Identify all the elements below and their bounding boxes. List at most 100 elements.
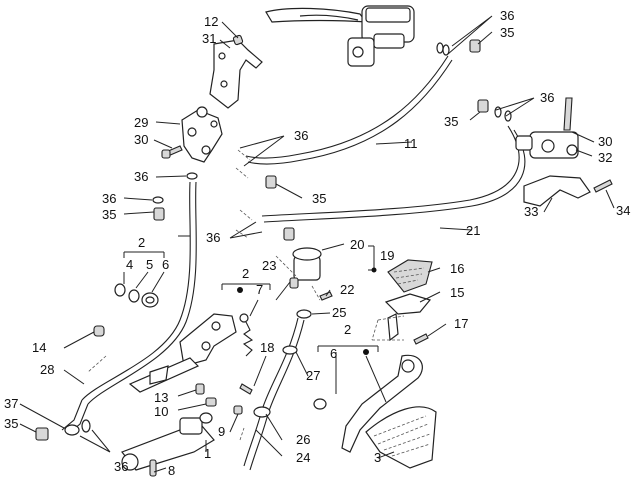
banjo-fitting-36-lower	[283, 227, 295, 241]
clip-23	[289, 277, 299, 289]
banjo-bolt-35-right	[477, 99, 489, 113]
label-35-top: 35	[500, 25, 514, 40]
banjo-bolt-35-left	[153, 207, 165, 221]
clamp-27	[282, 345, 298, 355]
label-20: 20	[350, 237, 364, 252]
screw-17	[413, 333, 429, 345]
bracket-33	[523, 175, 591, 207]
clamp-25	[296, 309, 312, 319]
pedal-rubber-15	[384, 293, 432, 342]
hidden-lines	[87, 149, 405, 441]
screw-30-left	[161, 145, 183, 159]
washer-36-distributor	[186, 172, 198, 180]
banjo-bolt-35-top	[469, 39, 481, 53]
leader-lines	[19, 15, 615, 473]
washer-36-left	[152, 196, 164, 204]
brake-hose-28	[61, 181, 197, 435]
screw-34	[593, 179, 613, 193]
label-30-left: 30	[134, 132, 148, 147]
label-28: 28	[40, 362, 54, 377]
label-19: 19	[380, 248, 394, 263]
pin-10	[205, 397, 217, 407]
label-16: 16	[450, 261, 464, 276]
label-2-right: 2	[344, 322, 351, 337]
label-7: 7	[256, 282, 263, 297]
banjo-fitting-37	[64, 424, 80, 436]
pin-9	[233, 405, 243, 415]
label-36-mid: 36	[294, 128, 308, 143]
label-37: 37	[4, 396, 18, 411]
spring-7	[239, 313, 254, 357]
front-master-cylinder	[347, 5, 415, 67]
label-9: 9	[218, 424, 225, 439]
rear-master-cylinder-32	[515, 131, 579, 159]
front-brake-lever	[265, 7, 368, 23]
group-bracket-19	[368, 245, 377, 273]
group-bracket-2-mid	[221, 283, 271, 293]
label-35-left: 35	[102, 207, 116, 222]
clamp-26	[253, 406, 271, 418]
brake-pipe-21	[261, 125, 526, 223]
label-14: 14	[32, 340, 46, 355]
brake-pipe-11	[245, 55, 453, 165]
master-cylinder-1	[121, 412, 215, 471]
label-6-right: 6	[330, 346, 337, 361]
seal-4	[114, 283, 126, 297]
label-32: 32	[598, 150, 612, 165]
washer-36-top	[436, 42, 450, 56]
label-6-left: 6	[162, 257, 169, 272]
label-2-mid: 2	[242, 266, 249, 281]
label-31: 31	[202, 31, 216, 46]
label-30-right: 30	[598, 134, 612, 149]
label-15: 15	[450, 285, 464, 300]
label-36-bottom: 36	[114, 459, 128, 474]
washer-36-bottom	[81, 419, 91, 433]
label-23: 23	[262, 258, 276, 273]
label-4: 4	[126, 257, 133, 272]
label-36-right: 36	[540, 90, 554, 105]
group-bracket-2-right	[317, 345, 379, 355]
label-12: 12	[204, 14, 218, 29]
screw-8	[149, 459, 157, 477]
rear-brake-pedal-3	[313, 354, 437, 469]
label-22: 22	[340, 282, 354, 297]
label-24: 24	[296, 450, 310, 465]
label-36-distributor: 36	[134, 169, 148, 184]
label-36-top: 36	[500, 8, 514, 23]
bolt-30-right	[563, 97, 573, 131]
banjo-bolt-35-mid	[265, 175, 277, 189]
arm-18	[128, 357, 200, 393]
label-2-left: 2	[138, 235, 145, 250]
banjo-bolt-35-bottom	[35, 427, 49, 441]
label-3: 3	[374, 450, 381, 465]
label-34: 34	[616, 203, 630, 218]
label-8: 8	[168, 463, 175, 478]
label-10: 10	[154, 404, 168, 419]
brake-distributor-29	[181, 106, 223, 163]
seal-6	[141, 292, 159, 308]
label-36-left: 36	[102, 191, 116, 206]
label-36-lower: 36	[206, 230, 220, 245]
label-26: 26	[296, 432, 310, 447]
clip-14	[93, 325, 105, 337]
label-33: 33	[524, 204, 538, 219]
bracket-31	[209, 39, 263, 109]
label-35-right: 35	[444, 114, 458, 129]
label-1: 1	[204, 446, 211, 461]
label-35-mid: 35	[312, 191, 326, 206]
label-35-bottom: 35	[4, 416, 18, 431]
clip-18	[239, 383, 253, 395]
group-bracket-2-left	[123, 251, 165, 258]
label-18: 18	[260, 340, 274, 355]
pin-13	[195, 383, 205, 395]
label-17: 17	[454, 316, 468, 331]
pedal-pad-16	[387, 259, 433, 293]
label-21: 21	[466, 223, 480, 238]
part-number-labels: 12 31 29 30 36 36 35 2 4 5 6 14 28 37 35…	[4, 8, 630, 478]
label-11: 11	[404, 136, 418, 151]
label-5: 5	[146, 257, 153, 272]
label-27: 27	[306, 368, 320, 383]
label-25: 25	[332, 305, 346, 320]
label-29: 29	[134, 115, 148, 130]
